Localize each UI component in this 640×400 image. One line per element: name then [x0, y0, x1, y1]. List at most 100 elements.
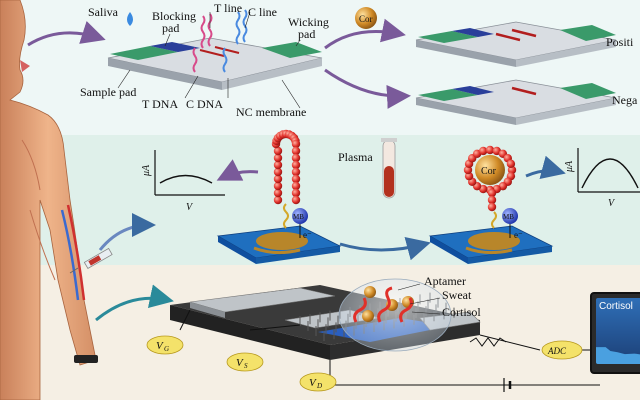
vd-tag — [299, 372, 337, 392]
wicking-pad-shape — [262, 42, 322, 58]
aptamer-bead — [273, 181, 283, 191]
aptamer-bead — [273, 160, 283, 170]
aptamer-bead — [506, 159, 516, 169]
aptamer-bead — [487, 188, 497, 198]
blocking-pad-shape — [150, 42, 200, 52]
arrow-electrode-transition — [339, 237, 431, 261]
vd-subscript: D — [316, 382, 322, 390]
aptamer-bead — [507, 165, 517, 175]
mb-label-left: MB — [293, 213, 304, 221]
label-wicking-pad: pad — [298, 27, 315, 41]
plot-left-x-axis: V — [186, 202, 194, 213]
gate-electrode — [189, 287, 336, 313]
electrode-left — [216, 225, 342, 264]
dna-strands — [192, 9, 248, 73]
aptamer-bead — [291, 188, 301, 198]
cor-badge-label: Cor — [359, 14, 373, 24]
label-sample-pad: Sample pad — [80, 85, 136, 99]
aptamer-bead — [273, 146, 283, 156]
aptamer-bead — [273, 153, 283, 163]
label-nc-membrane: NC membrane — [236, 105, 306, 119]
mb-label-right: MB — [503, 213, 514, 221]
human-figure — [0, 0, 98, 400]
aptamer-bead — [291, 146, 301, 156]
aptamer-bead — [485, 145, 495, 155]
cor-bound-label: Cor — [481, 166, 497, 177]
electron-label-left: e⁻ — [303, 230, 312, 240]
arrow-positive — [324, 18, 406, 50]
vg-label: V — [156, 340, 164, 352]
cortisol-monitor: Cortisol — [590, 292, 640, 374]
mb-tag-left — [292, 208, 308, 224]
resistor-icon — [469, 337, 507, 347]
aptamer-bead — [291, 181, 301, 191]
vd-label: V — [309, 377, 317, 389]
monitor-waveform — [596, 347, 640, 364]
aptamer-bead — [273, 174, 283, 184]
aptamer-bead — [291, 160, 301, 170]
aptamer-bead — [291, 174, 301, 184]
label-positive: Positi — [606, 35, 634, 49]
saliva-drop-icon — [127, 12, 133, 26]
arrow-plasma — [98, 213, 156, 251]
electrode-right — [428, 225, 554, 264]
syringe-icon — [69, 247, 113, 274]
label-blocking: Blocking — [152, 9, 196, 23]
plasma-tube-icon — [381, 138, 397, 199]
label-c-dna: C DNA — [186, 97, 223, 111]
arrow-saliva — [27, 21, 106, 47]
monitor-title: Cortisol — [599, 301, 633, 312]
aptamer-bead — [487, 195, 497, 205]
aptamer-bead — [464, 171, 474, 181]
label-plasma: Plasma — [338, 150, 373, 164]
aptamer-bead — [291, 153, 301, 163]
vg-subscript: G — [164, 345, 169, 353]
wrist-sensor-band — [74, 355, 98, 363]
label-c-line: C line — [248, 5, 277, 19]
label-saliva: Saliva — [88, 5, 119, 19]
bottom-label-leaders — [397, 283, 441, 315]
lateral-flow-strip — [107, 37, 323, 90]
vs-subscript: S — [244, 362, 248, 370]
negative-strip — [415, 79, 617, 125]
vs-label: V — [236, 357, 244, 369]
aptamer-bead — [273, 188, 283, 198]
label-blocking-pad: pad — [162, 21, 179, 35]
aptamer-bead — [291, 167, 301, 177]
adc-tag — [541, 340, 583, 360]
aptamer-hairpin-left — [271, 129, 301, 205]
battery-icon — [503, 378, 512, 392]
plot-left — [154, 150, 225, 196]
label-leaders — [117, 11, 301, 109]
label-sweat: Sweat — [442, 288, 472, 302]
aptamer-bound-right — [463, 145, 517, 212]
electron-label-right: e⁻ — [514, 230, 523, 240]
label-wicking: Wicking — [288, 15, 329, 29]
arrow-to-right-plot — [525, 155, 566, 179]
plot-right — [577, 148, 640, 193]
adc-label: ADC — [547, 346, 567, 356]
monitor-screen: Cortisol — [596, 298, 640, 364]
label-negative: Nega — [612, 93, 638, 107]
arrow-negative — [324, 68, 411, 109]
plot-right-x-axis: V — [608, 198, 616, 209]
plot-left-y-axis: μA — [141, 164, 152, 177]
plot-right-y-axis: μA — [564, 160, 575, 173]
aptamer-bead — [291, 139, 301, 149]
mb-tag-right — [502, 208, 518, 224]
arrow-to-left-plot — [216, 159, 259, 181]
sample-pad-shape — [110, 46, 178, 60]
positive-strip — [415, 21, 617, 67]
aptamer-bead — [479, 146, 488, 156]
vs-tag — [226, 352, 264, 372]
arrow-sweat — [95, 284, 174, 322]
aptamer-bead — [273, 195, 283, 205]
vg-tag — [146, 335, 184, 355]
label-aptamer: Aptamer — [424, 274, 466, 288]
cor-badge-icon — [355, 7, 377, 29]
label-t-line: T line — [214, 1, 242, 15]
label-cortisol: Cortisol — [442, 305, 481, 319]
label-t-dna: T DNA — [142, 97, 178, 111]
